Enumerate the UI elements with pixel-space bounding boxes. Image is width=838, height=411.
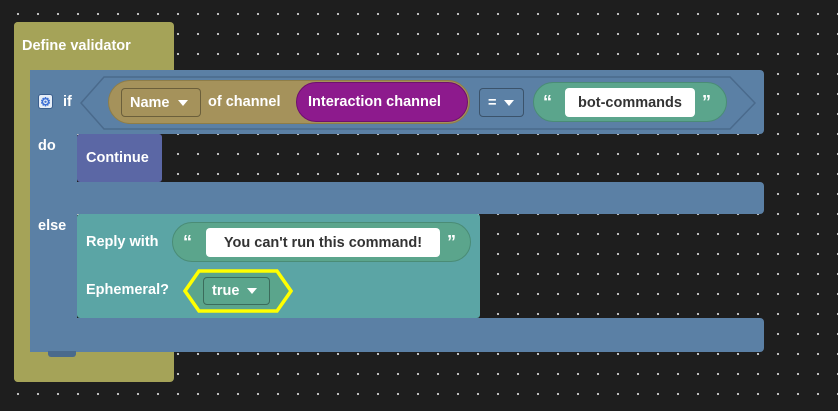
operator-dropdown-value: = [488,94,497,111]
if-block-else-bar [30,182,764,214]
if-block-bottom [30,318,764,352]
close-quote-icon: ” [702,92,711,112]
open-quote-icon: “ [183,232,192,252]
do-label: do [38,138,56,154]
close-quote-icon: ” [447,232,456,252]
property-dropdown[interactable]: Name [121,88,201,117]
reply-message-input[interactable]: You can't run this command! [206,228,440,257]
ephemeral-label: Ephemeral? [86,282,169,298]
define-validator-block[interactable] [14,22,174,70]
continue-block[interactable] [77,134,162,182]
property-dropdown-value: Name [130,94,170,111]
of-channel-label: of channel [208,94,281,110]
chevron-down-icon [504,99,515,106]
define-validator-left-arm [14,22,30,382]
if-bottom-notch [48,351,76,357]
reply-with-label: Reply with [86,234,159,250]
else-label: else [38,218,67,234]
operator-dropdown[interactable]: = [479,88,524,117]
if-label: if [63,94,72,110]
chevron-down-icon [177,99,188,106]
ephemeral-dropdown[interactable]: true [203,277,270,305]
compare-text-input[interactable]: bot-commands [565,88,695,117]
continue-label: Continue [86,150,149,166]
interaction-channel-label: Interaction channel [308,94,441,110]
define-validator-bottom [14,351,174,382]
compare-text-value: bot-commands [578,94,682,111]
interaction-channel-block[interactable] [296,82,468,122]
ephemeral-dropdown-value: true [212,283,240,299]
define-validator-label: Define validator [22,38,131,54]
gear-icon[interactable]: ⚙ [38,94,53,109]
reply-message-value: You can't run this command! [223,234,423,251]
open-quote-icon: “ [543,92,552,112]
chevron-down-icon [247,288,258,294]
